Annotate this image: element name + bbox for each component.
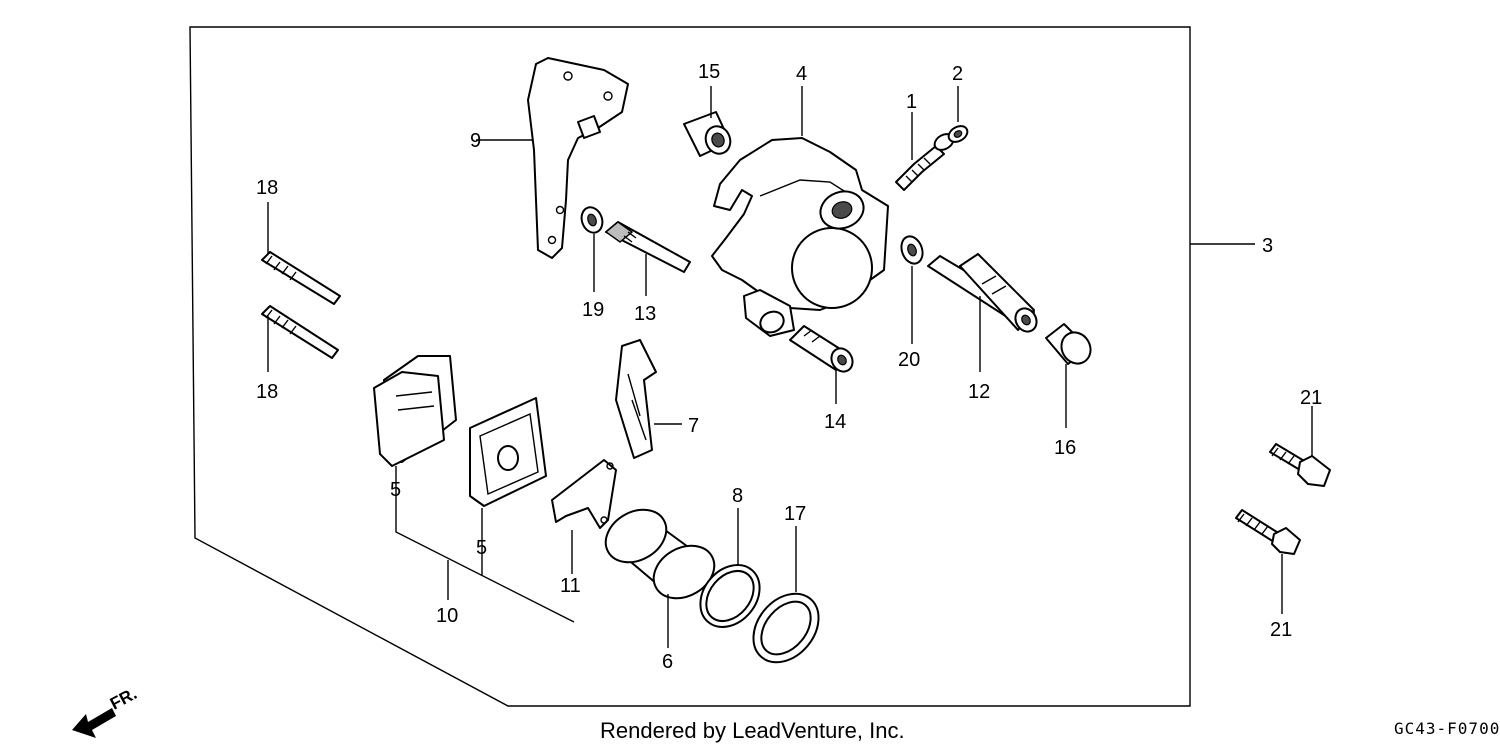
callout-2: 2 (952, 63, 963, 85)
part-8-piston-seal (699, 508, 761, 628)
callout-3: 3 (1262, 235, 1273, 257)
leader-10-group (395, 478, 575, 623)
part-15-pin-boot (683, 86, 732, 157)
callout-18-lower: 18 (256, 381, 278, 403)
part-14-sleeve (789, 325, 854, 404)
front-arrow-icon (72, 708, 116, 738)
part-18-pad-pin-lower (261, 305, 339, 372)
part-7-pad-spring (615, 339, 682, 459)
part-9-caliper-bracket (476, 57, 629, 259)
callout-1: 1 (906, 91, 917, 113)
part-16-pin-cap (1045, 323, 1092, 428)
part-19-washer (580, 206, 604, 292)
part-13-pin-bolt (604, 221, 691, 296)
diagram-code: GC43-F0700 (1394, 719, 1500, 738)
part-21-bolt-lower (1235, 509, 1301, 614)
callout-16: 16 (1054, 437, 1076, 459)
part-12-slide-pin (927, 253, 1038, 372)
part-5-brake-pad-front (373, 355, 457, 478)
assembly-boundary (189, 26, 1191, 707)
callout-6: 6 (662, 651, 673, 673)
callout-12: 12 (968, 381, 990, 403)
callout-19: 19 (582, 299, 604, 321)
part-21-bolt-upper (1269, 406, 1331, 487)
part-5-brake-pad-rear (469, 397, 547, 534)
part-4-caliper-body (711, 86, 889, 337)
callout-14: 14 (824, 411, 846, 433)
callout-17: 17 (784, 503, 806, 525)
callout-20: 20 (898, 349, 920, 371)
callout-5-front-pad: 5 (390, 479, 401, 501)
callout-21-lower: 21 (1270, 619, 1292, 641)
part-6-piston (604, 508, 716, 648)
callout-11: 11 (560, 575, 581, 597)
callout-9: 9 (470, 130, 481, 152)
callout-18-upper: 18 (256, 177, 278, 199)
callout-13: 13 (634, 303, 656, 325)
callout-5-rear-pad: 5 (476, 537, 487, 559)
part-1-bleeder-screw (895, 112, 945, 191)
callout-8: 8 (732, 485, 743, 507)
callout-10: 10 (436, 605, 458, 627)
front-direction-indicator: FR. (72, 684, 140, 738)
part-17-dust-seal (752, 526, 820, 664)
callout-4: 4 (796, 63, 807, 85)
part-20-washer (900, 235, 924, 344)
part-18-pad-pin-upper (261, 202, 341, 305)
part-2-bleeder-cap (933, 86, 969, 151)
callout-21-upper: 21 (1300, 387, 1322, 409)
callout-15: 15 (698, 61, 720, 83)
callout-7: 7 (688, 415, 699, 437)
render-credit: Rendered by LeadVenture, Inc. (600, 718, 905, 743)
part-11-pad-retainer (551, 459, 617, 574)
